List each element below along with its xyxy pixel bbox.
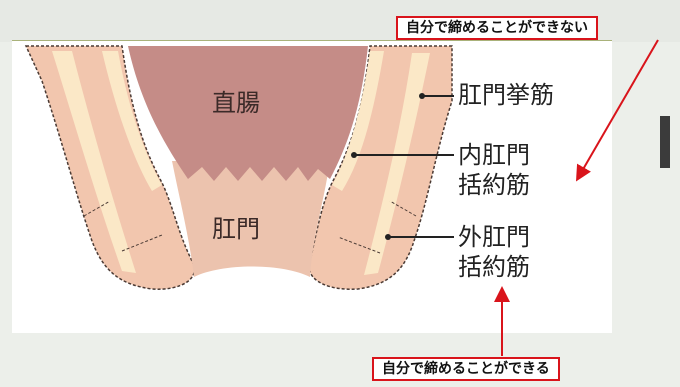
external-sphincter-label-line1: 外肛門 (458, 223, 530, 251)
internal-sphincter-label-line2: 括約筋 (458, 171, 530, 199)
leader-levator-dot (419, 93, 425, 99)
left-muscle-divider-2 (121, 234, 163, 252)
involuntary-callout: 自分で締めることができない (396, 16, 598, 40)
left-muscle-divider-1 (83, 200, 111, 217)
right-muscle-divider-2 (337, 236, 381, 254)
right-muscle-divider-1 (389, 200, 417, 217)
rectum (128, 46, 368, 181)
left-muscle-outer (24, 45, 195, 290)
levator-ani-label: 肛門挙筋 (458, 81, 554, 109)
internal-sphincter-label-line1: 内肛門 (458, 141, 530, 169)
external-sphincter-label-line2: 括約筋 (458, 253, 530, 281)
rectum-label: 直腸 (212, 89, 260, 117)
diagram-panel: 直腸 肛門 肛門挙筋 内肛門 括約筋 外肛門 括約筋 (12, 40, 612, 333)
leader-external-dot (385, 234, 391, 240)
slide-edge-mark (660, 116, 670, 168)
leader-internal-dot (351, 152, 357, 158)
anal-canal (172, 161, 330, 277)
right-muscle-stripe-2 (332, 51, 384, 191)
voluntary-callout: 自分で締めることができる (372, 357, 560, 381)
right-muscle-stripe-1 (364, 53, 430, 275)
left-muscle-stripe-2 (102, 51, 162, 191)
anus-label: 肛門 (212, 215, 260, 243)
anal-sphincter-diagram: 直腸 肛門 肛門挙筋 内肛門 括約筋 外肛門 括約筋 (24, 45, 554, 290)
left-muscle-stripe-1 (52, 51, 136, 273)
